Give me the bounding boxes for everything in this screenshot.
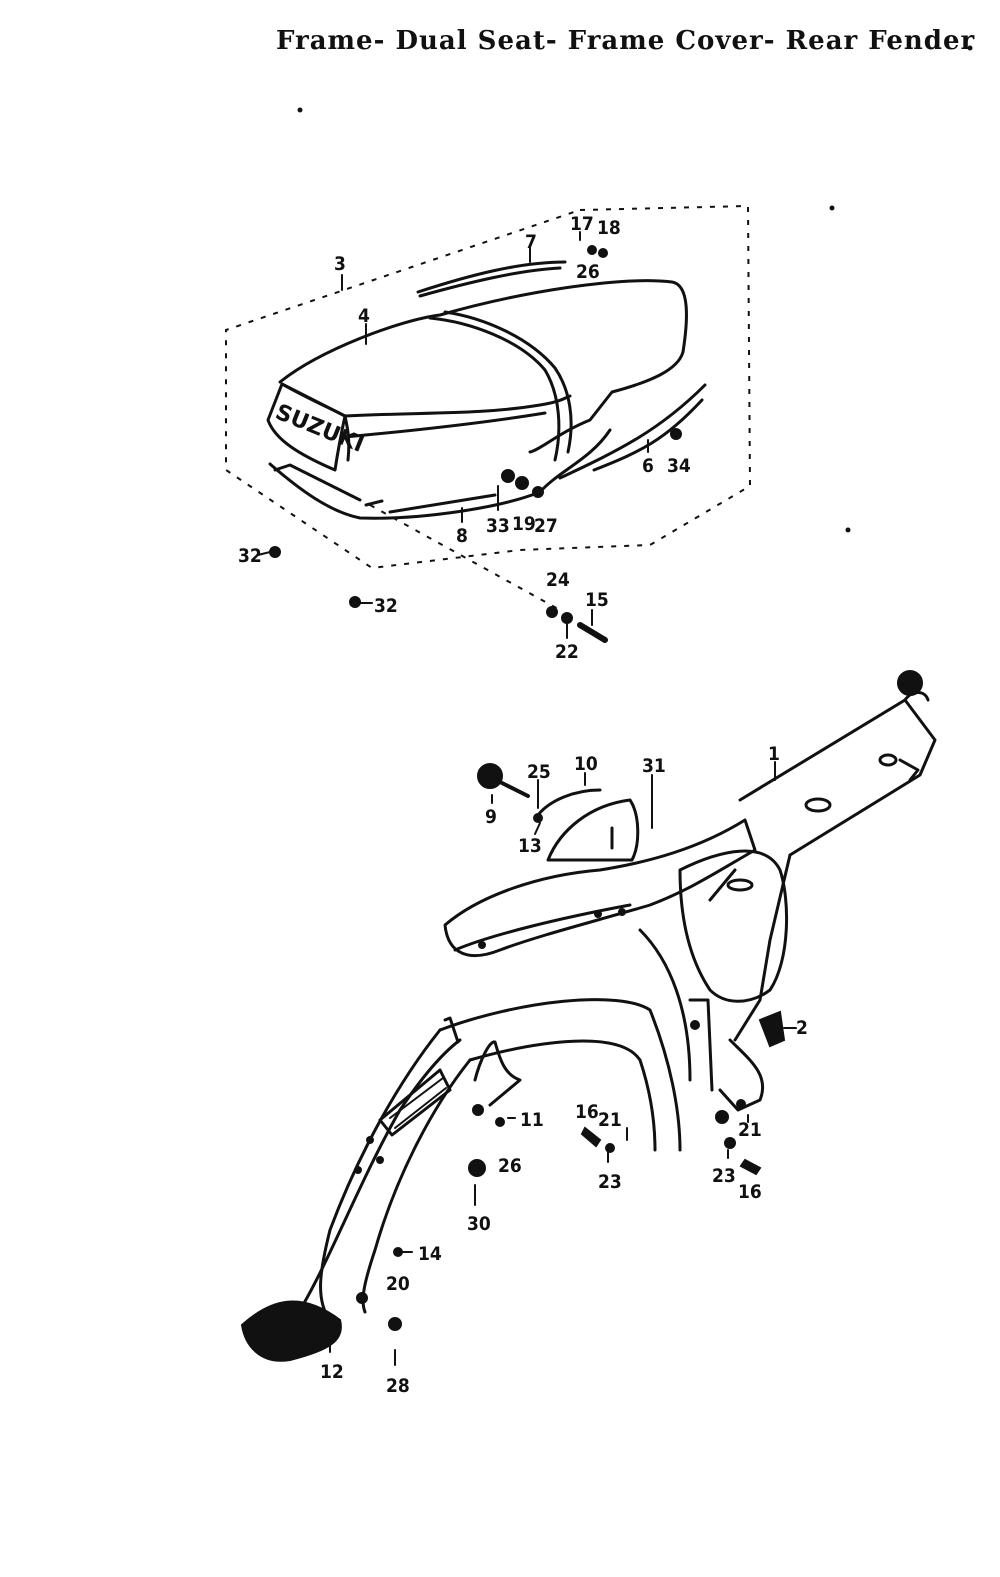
callout-8: 8 [456,525,468,547]
callout-32-right: 32 [374,595,398,617]
callout-9: 9 [485,806,497,828]
callout-22: 22 [555,641,579,663]
rear-fender [240,998,762,1362]
callout-12: 12 [320,1361,344,1383]
callout-16-left: 16 [575,1101,599,1123]
callout-6: 6 [642,455,654,477]
callout-31: 31 [642,755,666,777]
callout-1: 1 [768,743,780,765]
seat-callouts: 3 4 7 17 18 26 6 34 33 19 27 8 32 32 24 … [238,213,691,663]
diagram-title: Frame- Dual Seat- Frame Cover- Rear Fend… [276,26,976,56]
callout-3: 3 [334,253,346,275]
callout-21-right: 21 [738,1119,762,1141]
callout-2: 2 [796,1017,808,1039]
callout-19: 19 [512,513,536,535]
frame-leader-lines [329,761,776,1366]
callout-4: 4 [358,305,370,327]
callout-34: 34 [667,455,691,477]
scan-specks [297,45,973,533]
dual-seat: SUZUKI [266,245,707,643]
callout-18: 18 [597,217,621,239]
callout-25: 25 [527,761,551,783]
callout-24: 24 [546,569,570,591]
callout-23-right: 23 [712,1165,736,1187]
callout-13: 13 [518,835,542,857]
callout-30: 30 [467,1213,491,1235]
seat-group-outline [225,204,752,611]
callout-26: 26 [576,261,600,283]
main-frame [443,670,937,1124]
callout-11: 11 [520,1109,544,1131]
callout-14: 14 [418,1243,442,1265]
callout-27: 27 [534,515,558,537]
frame-callouts: 1 10 31 25 9 13 2 11 16 21 21 26 23 23 1… [320,743,808,1397]
callout-7: 7 [525,231,537,253]
callout-16-right: 16 [738,1181,762,1203]
callout-32-left: 32 [238,545,262,567]
seat-leader-lines [257,231,649,639]
callout-26: 26 [498,1155,522,1177]
callout-28: 28 [386,1375,410,1397]
callout-21-left: 21 [598,1109,622,1131]
callout-23-left: 23 [598,1171,622,1193]
callout-17: 17 [570,213,594,235]
seat-brand-label: SUZUKI [272,400,367,458]
callout-33: 33 [486,515,510,537]
callout-15: 15 [585,589,609,611]
callout-20: 20 [386,1273,410,1295]
callout-10: 10 [574,753,598,775]
